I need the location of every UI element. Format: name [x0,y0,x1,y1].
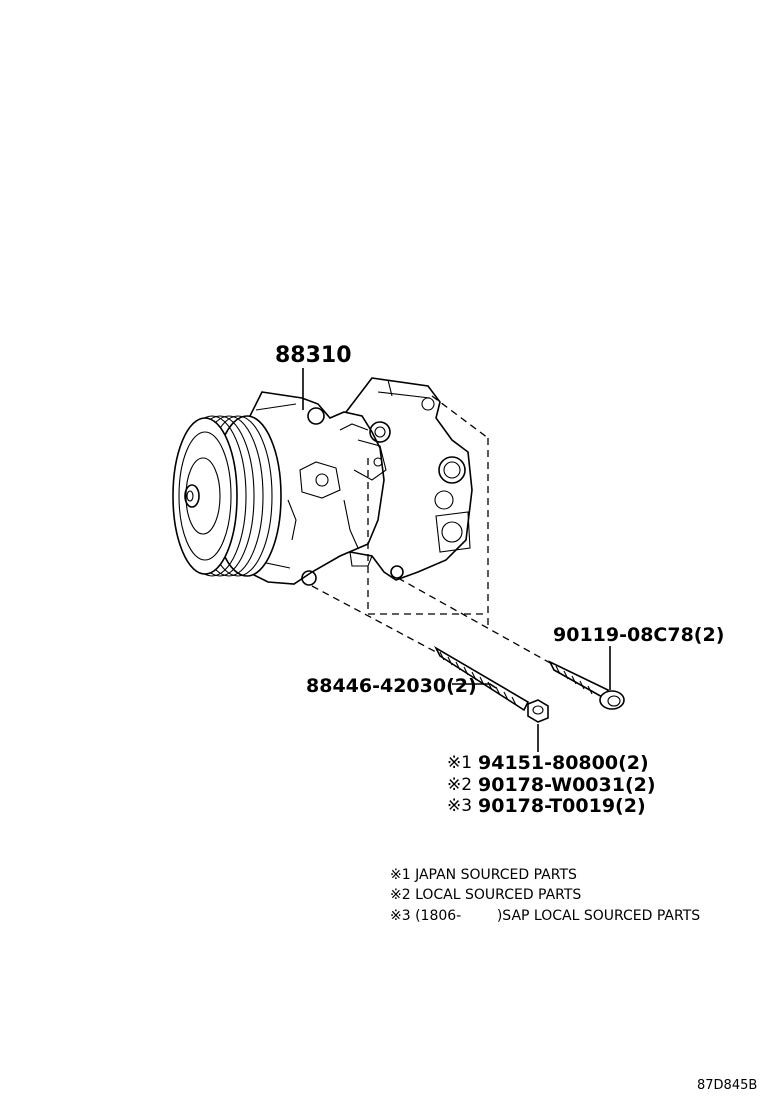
label-nut-3[interactable]: 90178-T0019(2) [478,795,646,817]
flange-bolt-illustration[interactable] [548,660,625,710]
label-nut-2-mark: ※2 [447,775,472,795]
mounting-guide-lines [311,395,553,665]
leader-lines [302,368,611,752]
label-nut-1[interactable]: 94151-80800(2) [478,752,649,774]
diagram-code: 87D845B [697,1078,757,1093]
label-compressor[interactable]: 88310 [275,343,352,368]
note-sap-local-sourced: ※3 (1806- )SAP LOCAL SOURCED PARTS [390,908,700,924]
stud-bolt-illustration[interactable] [434,645,530,712]
label-bolt-long[interactable]: 90119-08C78(2) [553,624,724,646]
compressor-illustration[interactable] [172,377,473,586]
label-stud[interactable]: 88446-42030(2) [306,675,477,697]
label-nut-2[interactable]: 90178-W0031(2) [478,774,656,796]
note-japan-sourced: ※1 JAPAN SOURCED PARTS [390,867,577,883]
label-nut-3-mark: ※3 [447,796,472,816]
label-nut-1-mark: ※1 [447,753,472,773]
note-local-sourced: ※2 LOCAL SOURCED PARTS [390,887,581,903]
nut-illustration[interactable] [527,699,549,723]
